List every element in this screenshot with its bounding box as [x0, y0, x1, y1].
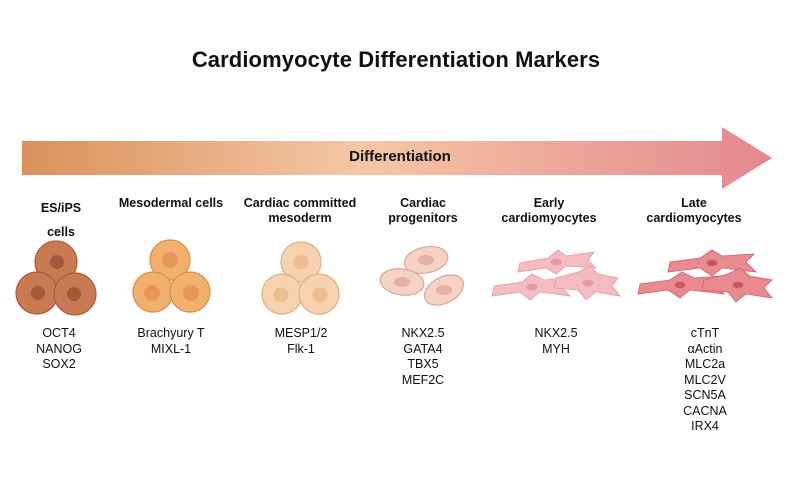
- markers-mesodermal: Brachyury T MIXL-1: [106, 326, 236, 357]
- markers-es-ips: OCT4 NANOG SOX2: [0, 326, 124, 373]
- stage-mesodermal: Mesodermal cells: [106, 196, 236, 226]
- markers-early-cardiomyocytes: NKX2.5 MYH: [491, 326, 621, 357]
- marker: αActin: [687, 341, 723, 356]
- es-ips-cells-illustration: [15, 240, 97, 316]
- markers-cardiac-committed: MESP1/2 Flk-1: [236, 326, 366, 357]
- marker: MLC2a: [684, 357, 726, 371]
- marker: NKX2.5: [534, 326, 578, 340]
- marker: GATA4: [403, 341, 443, 356]
- markers-late-cardiomyocytes: cTnT αActin MLC2a MLC2V SCN5A CACNA IRX4: [640, 326, 770, 435]
- marker: MESP1/2: [274, 326, 328, 340]
- figure-title: Cardiomyocyte Differentiation Markers: [191, 47, 601, 72]
- cell-illustrations: [15, 239, 773, 316]
- marker: SOX2: [42, 357, 76, 371]
- marker: MYH: [542, 341, 570, 356]
- marker: Flk-1: [287, 341, 315, 356]
- late-cardiomyocytes-illustration: [637, 249, 773, 303]
- marker: SCN5A: [684, 388, 726, 402]
- marker: IRX4: [691, 419, 719, 433]
- cardiac-committed-mesoderm-illustration: [261, 241, 340, 315]
- marker: MIXL-1: [150, 341, 192, 356]
- marker: OCT4: [42, 326, 76, 340]
- marker: MEF2C: [401, 372, 445, 387]
- cardiac-progenitors-illustration: [379, 245, 465, 306]
- marker: NANOG: [36, 341, 82, 356]
- marker: NKX2.5: [401, 326, 445, 340]
- marker: MLC2V: [684, 372, 726, 387]
- markers-cardiac-progenitors: NKX2.5 GATA4 TBX5 MEF2C: [358, 326, 488, 388]
- mesodermal-cells-illustration: [132, 239, 211, 313]
- marker: Brachyury T: [137, 326, 205, 340]
- marker: CACNA: [683, 403, 727, 418]
- differentiation-arrow: [22, 127, 772, 189]
- early-cardiomyocytes-illustration: [491, 249, 621, 301]
- arrow-label: Differentiation: [349, 148, 451, 165]
- marker: cTnT: [690, 326, 720, 340]
- marker: TBX5: [407, 357, 439, 371]
- stage-name: Mesodermal cells: [118, 196, 224, 210]
